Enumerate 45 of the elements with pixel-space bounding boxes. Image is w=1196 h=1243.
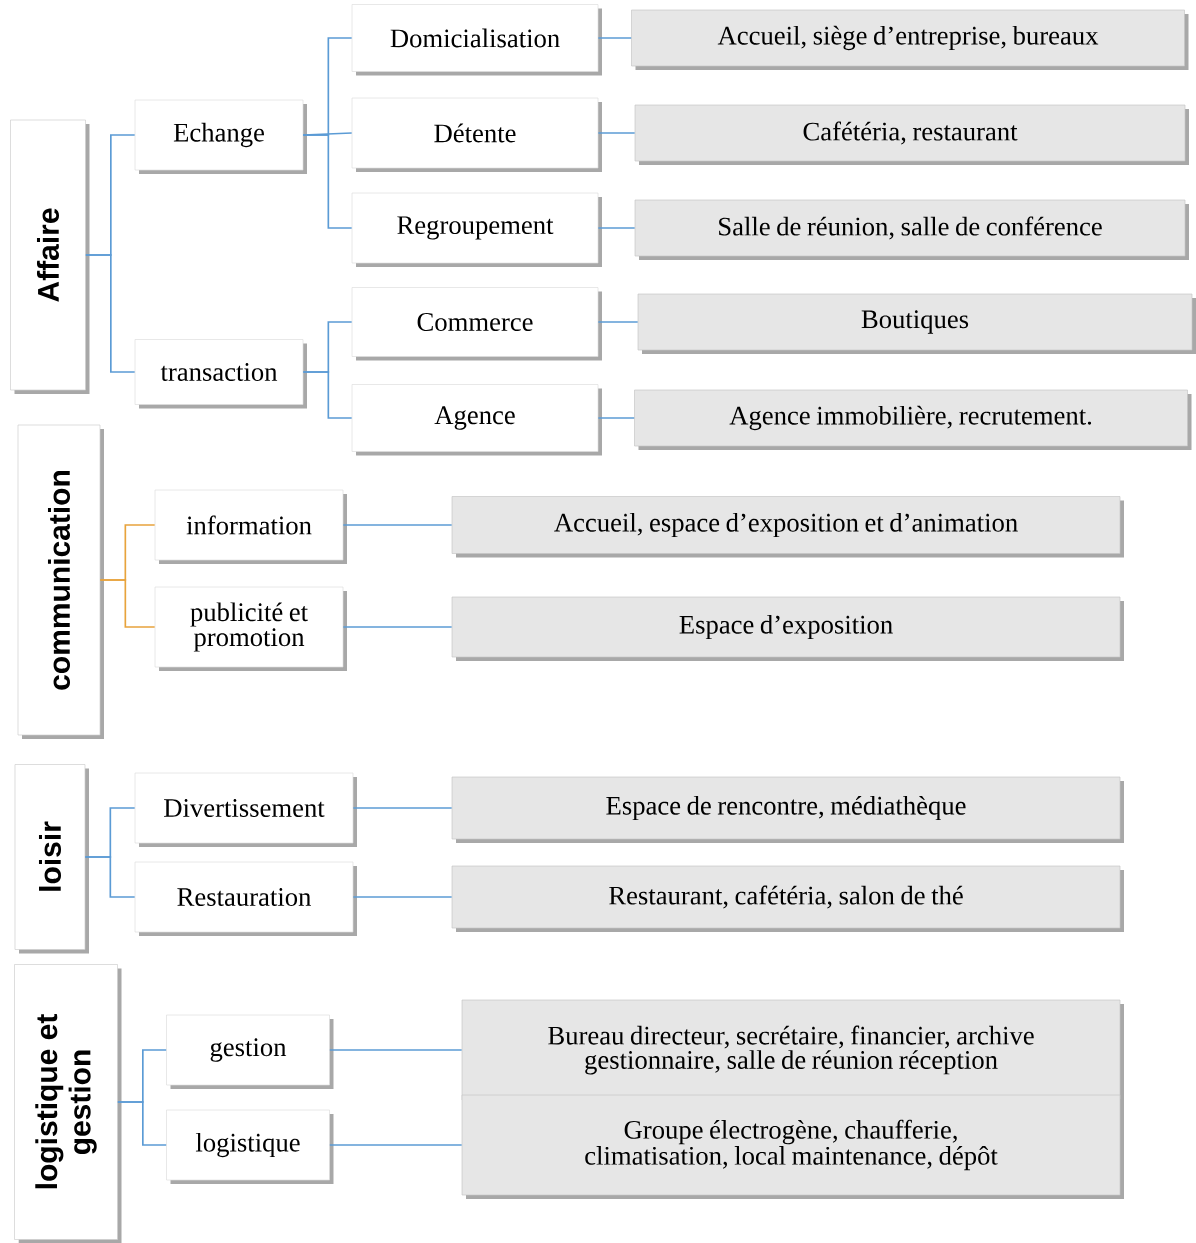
connector-line [352,896,453,898]
connector-line [342,626,453,628]
subcategory-box: Détente [351,97,602,172]
category-box: loisir [14,764,89,954]
description-box: Bureau directeur, secrétaire, financier, archive gestionnaire, salle de réunion réception [461,999,1124,1104]
connector-line [302,134,353,229]
subcategory-box: Echange [134,99,307,174]
connector-line [99,579,156,628]
description-box: Boutiques [637,293,1196,354]
connector-line [85,254,136,373]
connector-line [597,37,632,39]
subcategory-box: Restauration [134,861,357,936]
subcategory-box: Divertissement [134,772,357,847]
description-box: Accueil, siège d’entreprise, bureaux [631,9,1189,70]
description-box: Salle de réunion, salle de conférence [634,199,1189,260]
subcategory-box: information [154,489,347,564]
subcategory-box: publicité et promotion [154,586,347,671]
description-box: Restaurant, cafétéria, salon de thé [451,865,1124,932]
connector-line [329,1144,463,1146]
connector-line [352,807,453,809]
description-box: Groupe électrogène, chaufferie, climatisation, local maintenance, dépôt [461,1094,1124,1199]
connector-line [84,856,136,898]
subcategory-box: Regroupement [351,192,602,267]
connector-line [597,321,639,323]
subcategory-box: Agence [351,384,602,456]
connector-line [597,417,635,419]
subcategory-box: Commerce [351,287,602,361]
subcategory-box: transaction [134,339,307,409]
subcategory-box: logistique [166,1109,334,1184]
connector-line [329,1049,463,1051]
description-box: Espace de rencontre, médiathèque [451,776,1124,843]
connector-line [117,1101,167,1146]
description-box: Agence immobilière, recrutement. [634,389,1192,450]
category-box: logistique et gestion [14,964,122,1243]
description-box: Espace d’exposition [451,596,1124,661]
connector-line [597,227,636,229]
connector-line [597,132,636,134]
subcategory-box: Domicialisation [351,4,602,76]
description-box: Cafétéria, restaurant [634,104,1189,165]
connector-line [342,524,453,526]
subcategory-box: gestion [166,1014,334,1089]
description-box: Accueil, espace d’exposition et d’animation [451,496,1124,558]
category-box: communication [17,424,104,739]
connector-line [302,371,353,419]
category-box: Affaire [10,119,90,394]
